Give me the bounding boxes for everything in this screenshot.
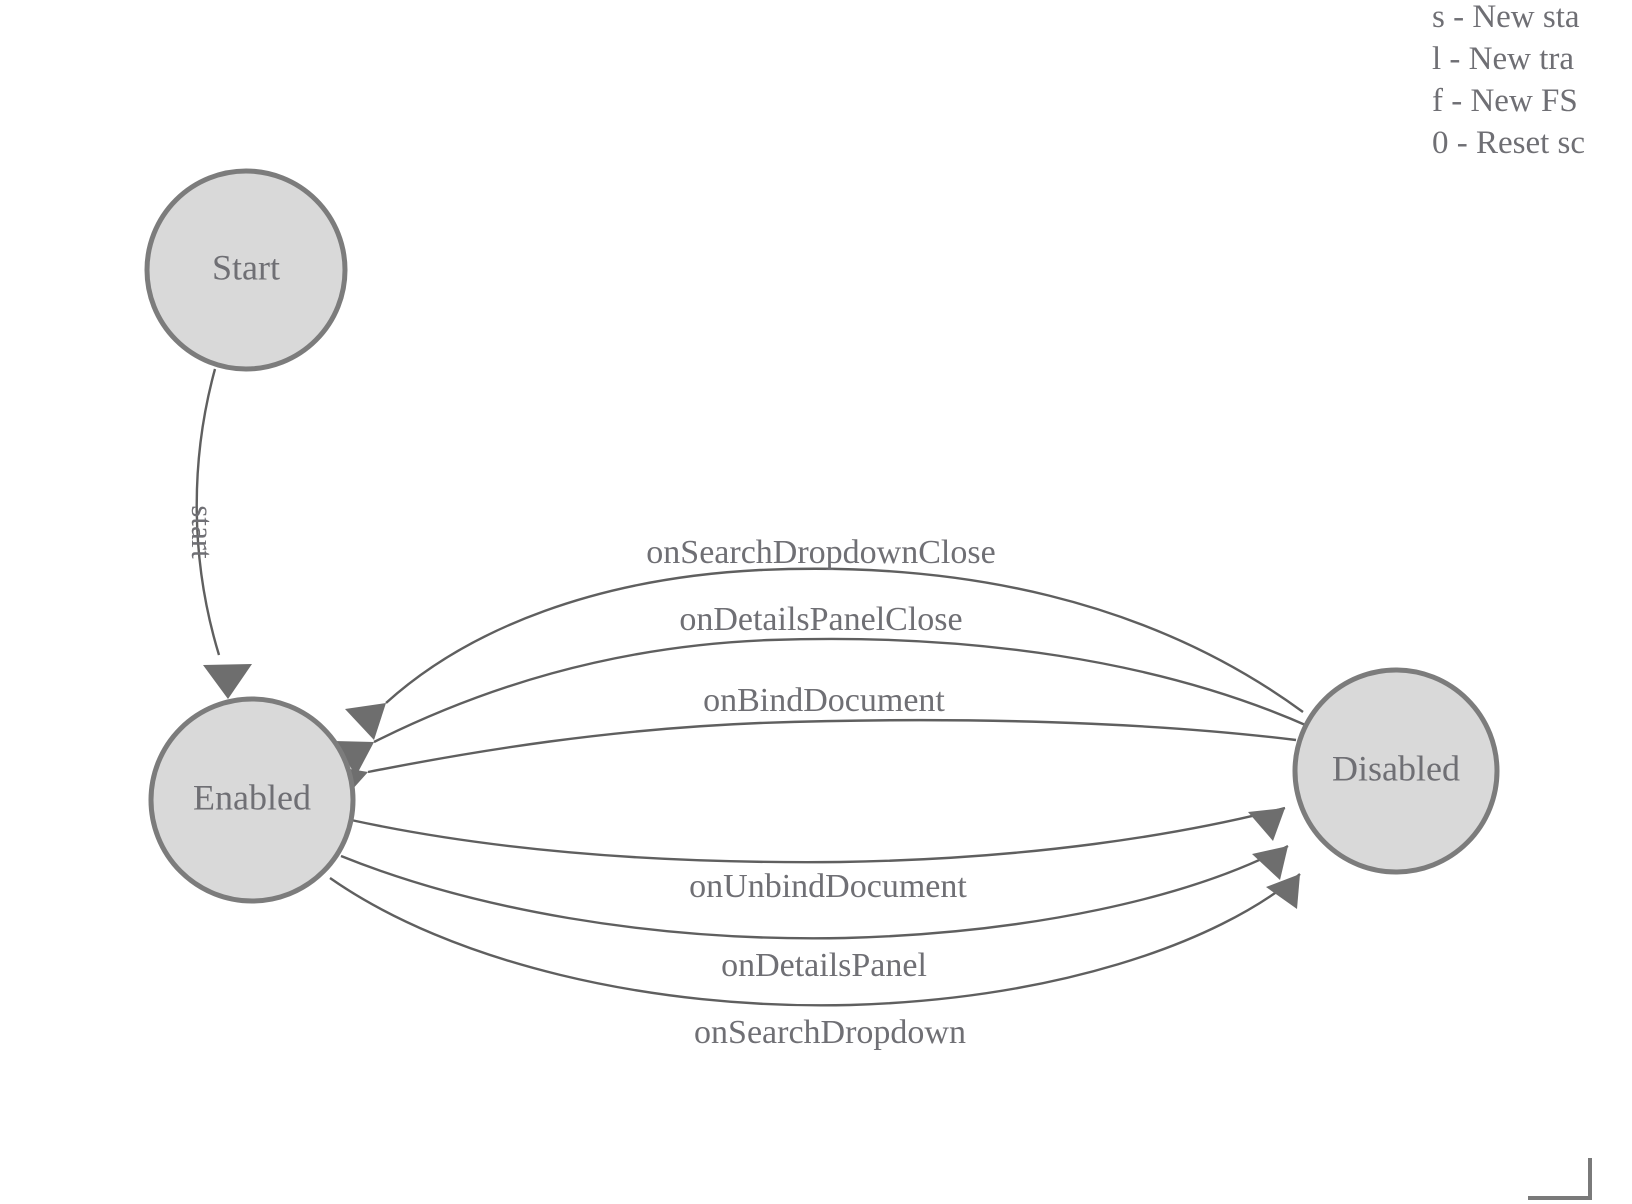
- help-line-new-fsm: f - New FS: [1432, 83, 1578, 119]
- state-circle-enabled: [148, 696, 356, 904]
- arrowhead-start: [203, 664, 252, 699]
- transition-onDetailsPanelClose[interactable]: onDetailsPanelClose: [334, 601, 1311, 776]
- transition-onBindDocument[interactable]: onBindDocument: [332, 682, 1297, 801]
- state-node-start[interactable]: Start: [144, 168, 348, 372]
- canvas-corner-frame: [1528, 1158, 1592, 1200]
- arrowhead-onDetailsPanel: [1252, 846, 1288, 880]
- help-line-new-transition: l - New tra: [1432, 41, 1574, 77]
- edge-path-onDetailsPanel: [340, 844, 1289, 940]
- state-circle-start: [144, 168, 348, 372]
- state-label-enabled: Enabled: [193, 777, 311, 817]
- help-line-new-state: s - New sta: [1432, 0, 1580, 35]
- transition-label-onDetailsPanel: onDetailsPanel: [721, 947, 927, 984]
- transition-label-onSearchDropdownClose: onSearchDropdownClose: [646, 534, 995, 571]
- arrowhead-onUnbindDocument: [1248, 808, 1285, 841]
- edge-path-onUnbindDocument: [350, 806, 1286, 864]
- arrowhead-onSearchDropdown: [1266, 874, 1300, 909]
- transition-onSearchDropdownClose[interactable]: onSearchDropdownClose: [345, 534, 1304, 740]
- state-circle-disabled: [1292, 667, 1500, 875]
- state-node-disabled[interactable]: Disabled: [1292, 667, 1500, 875]
- edge-path-onBindDocument: [367, 718, 1297, 774]
- arrowhead-onSearchDropdownClose: [345, 703, 386, 740]
- edge-path-start: [195, 368, 221, 656]
- transition-label-onBindDocument: onBindDocument: [703, 682, 945, 719]
- help-line-reset: 0 - Reset sc: [1432, 125, 1585, 161]
- edge-path-onSearchDropdown: [329, 873, 1301, 1007]
- arrowhead-onDetailsPanelClose: [334, 741, 374, 776]
- transition-onDetailsPanel[interactable]: onDetailsPanel: [340, 844, 1289, 984]
- edge-path-onDetailsPanelClose: [373, 637, 1311, 744]
- transition-label-onUnbindDocument: onUnbindDocument: [689, 868, 967, 905]
- help-overlay: s - New sta l - New tra f - New FS 0 - R…: [1432, 0, 1585, 161]
- transition-start[interactable]: start: [185, 368, 252, 699]
- state-label-disabled: Disabled: [1332, 748, 1460, 788]
- edge-path-onSearchDropdownClose: [385, 567, 1304, 713]
- transition-onUnbindDocument[interactable]: onUnbindDocument: [350, 806, 1286, 905]
- transition-label-start: start: [185, 505, 220, 559]
- transition-label-onSearchDropdown: onSearchDropdown: [694, 1014, 966, 1051]
- corner-frame-path: [1528, 1158, 1592, 1200]
- transition-label-onDetailsPanelClose: onDetailsPanelClose: [679, 601, 962, 638]
- transition-onSearchDropdown[interactable]: onSearchDropdown: [329, 873, 1301, 1051]
- state-label-start: Start: [212, 247, 280, 287]
- state-node-enabled[interactable]: Enabled: [148, 696, 356, 904]
